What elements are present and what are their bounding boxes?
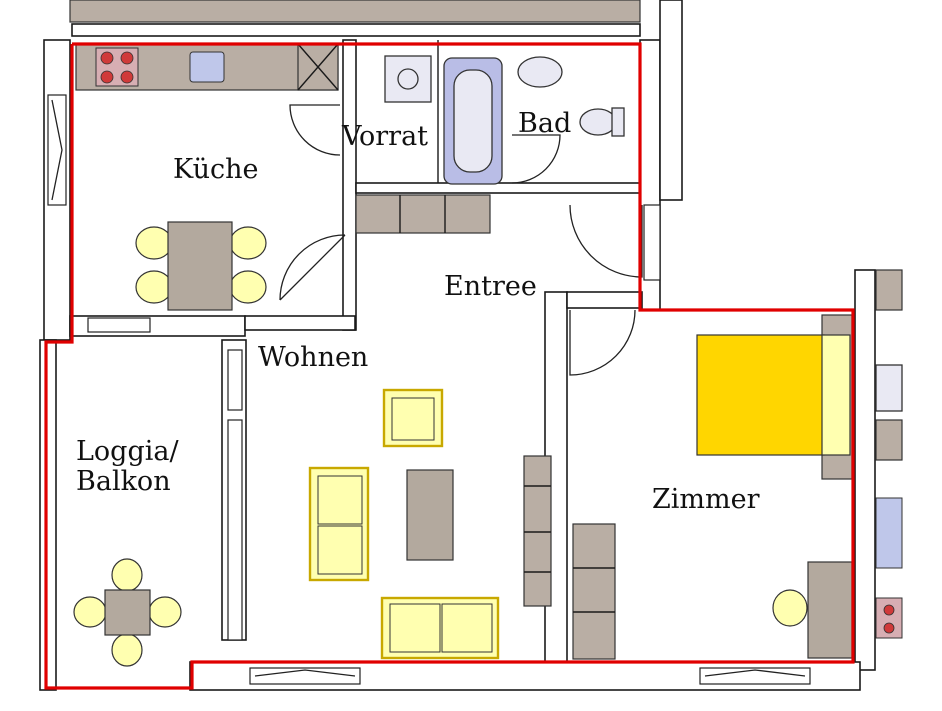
sofa-cushion [317, 475, 363, 525]
bathtub-basin [453, 69, 493, 173]
room-labels: Küche Vorrat Bad Entree Wohnen Loggia/ B… [76, 108, 760, 515]
loggia-door-glass [227, 419, 243, 641]
room-label-vorrat: Vorrat [341, 121, 428, 152]
loggia-window [227, 349, 243, 411]
room-label-kueche: Küche [173, 154, 258, 185]
desk [807, 561, 853, 659]
living-furniture [308, 388, 552, 660]
room-label-zimmer: Zimmer [652, 484, 760, 515]
room-label-entree: Entree [444, 271, 537, 302]
apartment-outline [44, 42, 855, 690]
desk-chair [772, 589, 808, 627]
loggia-table [104, 589, 151, 636]
sofa-cushion [317, 525, 363, 575]
stove-burner [100, 51, 114, 65]
room-label-bad: Bad [518, 108, 571, 139]
kitchen-loggia-window [87, 317, 151, 333]
neighbour-unit [875, 269, 903, 639]
bath-bottom-wall [355, 182, 642, 194]
entree-wardrobe [355, 194, 491, 234]
kitchen-furniture [75, 43, 339, 311]
loggia-chair [73, 596, 107, 628]
loggia-chair [111, 633, 143, 667]
bath-washbasin [517, 56, 563, 88]
entree-window [643, 204, 661, 281]
cabinet-cross [297, 43, 339, 91]
top-wall [71, 23, 641, 37]
stove-burner [100, 70, 114, 84]
wohnen-window-sash [254, 669, 356, 677]
doors [279, 104, 643, 376]
upper-unit-strip [69, 0, 641, 23]
loggia-chair [111, 558, 143, 592]
neighbour-cabinet [875, 269, 903, 311]
wardrobe [572, 523, 616, 660]
toilet-tank [611, 107, 625, 137]
neighbour-kitchen-sink [875, 497, 903, 569]
kitchen-divider-wall [342, 39, 357, 331]
entree-door [569, 204, 643, 278]
zimmer-door [569, 309, 636, 376]
kitchen-chair [229, 226, 267, 260]
left-wall-lower [39, 339, 57, 691]
neighbour-cabinet-x [875, 419, 903, 461]
sofa-cushion [389, 603, 441, 653]
kitchen-bottom-wall-2 [244, 315, 356, 331]
kitchen-chair [135, 270, 173, 304]
loggia-furniture [73, 558, 182, 667]
bed-pillow [821, 334, 851, 456]
tv-sideboard [523, 455, 552, 607]
stove-burner [120, 51, 134, 65]
neighbour-stove-burner [883, 604, 895, 616]
coffee-table [406, 469, 454, 561]
zimmer-window-sash [704, 669, 806, 677]
kitchen-sink [189, 51, 225, 83]
zimmer-right-wall [854, 269, 876, 671]
windows [47, 94, 811, 685]
kitchen-window-sash [51, 99, 63, 201]
kitchen-chair [229, 270, 267, 304]
bath-furniture [355, 55, 625, 234]
neighbour-sink [875, 364, 903, 412]
bedroom-furniture [572, 314, 853, 660]
toilet [579, 108, 617, 136]
neighbour-stove-burner [883, 622, 895, 634]
kitchen-table [167, 221, 233, 311]
zimmer-top-wall-left [566, 291, 643, 309]
room-label-loggia-line2: Balkon [76, 466, 171, 497]
room-label-loggia-line1: Loggia/ [76, 436, 179, 467]
kitchen-entree-door [279, 234, 346, 301]
vorrat-sink-bowl [397, 68, 419, 90]
loggia-chair [148, 596, 182, 628]
kitchen-door-swing [289, 104, 341, 156]
wohnen-window [249, 667, 361, 685]
bed [696, 334, 825, 456]
room-label-wohnen: Wohnen [258, 342, 368, 373]
kitchen-window [47, 94, 67, 206]
sofa-cushion [441, 603, 493, 653]
kitchen-chair [135, 226, 173, 260]
armchair-seat [391, 397, 435, 441]
stove-burner [120, 70, 134, 84]
bath-door [511, 134, 561, 184]
right-exterior-wall [659, 0, 683, 201]
zimmer-window [699, 667, 811, 685]
